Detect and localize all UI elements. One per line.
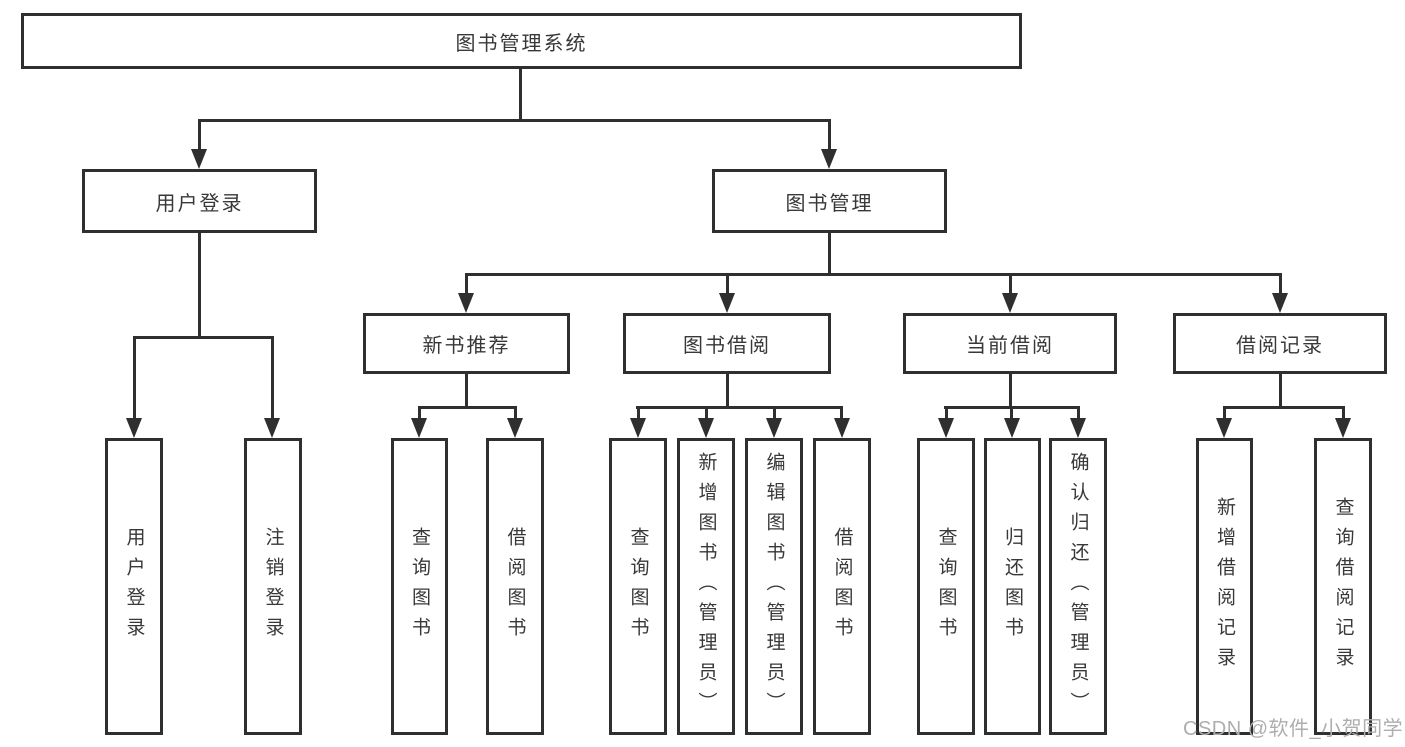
arrowhead-down-icon [1272,293,1288,313]
connector-to-user-login [198,119,201,153]
arrowhead-down-icon [191,149,207,169]
arrowhead-down-icon [126,418,142,438]
node-book-management: 图书管理 [712,169,947,233]
leaf-edit-book-admin: 编辑图书（管理员） [745,438,803,735]
leaf-query-borrow-record: 查询借阅记录 [1314,438,1372,735]
node-library-management-system: 图书管理系统 [21,13,1022,69]
connector-to-leaf [840,406,843,422]
leaf-borrow-books: 借阅图书 [486,438,544,735]
leaf-return-book: 归还图书 [984,438,1041,735]
arrowhead-down-icon [821,149,837,169]
connector-book-borrowing-stub [726,374,729,406]
connector-to-leaf [1077,406,1080,422]
arrowhead-down-icon [507,418,523,438]
arrowhead-down-icon [1004,418,1020,438]
leaf-add-borrow-record: 新增借阅记录 [1196,438,1253,735]
connector-to-new-book-recommend [465,273,468,299]
node-borrowing-records: 借阅记录 [1173,313,1387,374]
arrowhead-down-icon [698,418,714,438]
connector-user-login-split [133,336,274,339]
node-book-borrowing: 图书借阅 [623,313,831,374]
connector-new-book-recommend-split [418,406,517,409]
arrowhead-down-icon [411,418,427,438]
leaf-add-book-admin: 新增图书（管理员） [677,438,735,735]
arrowhead-down-icon [1070,418,1086,438]
connector-root-split [198,119,831,122]
connector-to-leaf [1010,406,1013,422]
leaf-logout: 注销登录 [244,438,302,735]
arrowhead-down-icon [630,418,646,438]
arrowhead-down-icon [766,418,782,438]
connector-book-management-split [465,273,1282,276]
node-new-book-recommend: 新书推荐 [363,313,570,374]
connector-borrowing-records-stub [1279,374,1282,406]
arrowhead-down-icon [458,293,474,313]
connector-to-leaf [705,406,708,422]
connector-new-book-recommend-stub [465,374,468,406]
leaf-confirm-return-admin: 确认归还（管理员） [1049,438,1107,735]
arrowhead-down-icon [719,293,735,313]
connector-to-leaf [637,406,640,422]
node-current-borrowing: 当前借阅 [903,313,1117,374]
arrowhead-down-icon [834,418,850,438]
connector-to-leaf [773,406,776,422]
connector-root-stub [519,69,522,119]
arrowhead-down-icon [264,418,280,438]
connector-to-leaf [945,406,948,422]
connector-book-management-stub [828,233,831,273]
node-user-login: 用户登录 [82,169,317,233]
connector-to-borrowing-records [1279,273,1282,299]
arrowhead-down-icon [1335,418,1351,438]
leaf-user-login: 用户登录 [105,438,163,735]
arrowhead-down-icon [938,418,954,438]
connector-to-leaf [514,406,517,422]
leaf-query-books: 查询图书 [609,438,667,735]
connector-to-leaf [418,406,421,422]
connector-to-leaf [1342,406,1345,422]
connector-borrowing-records-split [1223,406,1345,409]
connector-to-book-management [828,119,831,153]
connector-to-leaf [1223,406,1226,422]
connector-to-leaf-user-login [133,336,136,422]
connector-current-borrowing-stub [1009,374,1012,406]
connector-to-leaf-logout [271,336,274,422]
connector-to-book-borrowing [726,273,729,299]
csdn-watermark: CSDN @软件_小贺同学 [1183,718,1404,740]
connector-user-login-stub [198,233,201,336]
connector-to-current-borrowing [1009,273,1012,299]
arrowhead-down-icon [1216,418,1232,438]
leaf-query-books: 查询图书 [391,438,448,735]
arrowhead-down-icon [1002,293,1018,313]
leaf-borrow-books: 借阅图书 [813,438,871,735]
connector-book-borrowing-split [636,406,843,409]
leaf-query-books: 查询图书 [917,438,975,735]
